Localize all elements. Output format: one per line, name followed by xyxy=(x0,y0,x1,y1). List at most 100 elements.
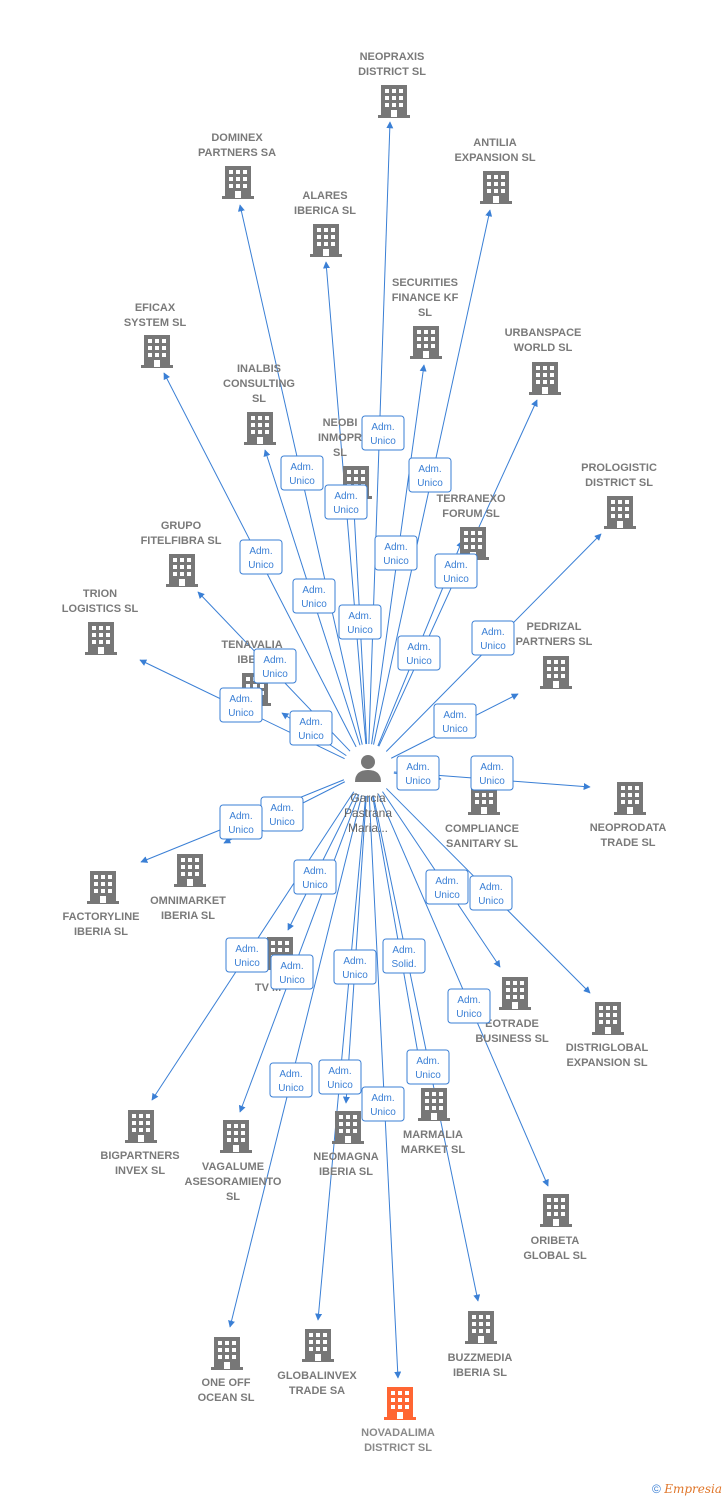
center-person[interactable]: Garcia Pastrana Maria... xyxy=(344,755,392,835)
edge-label-vagalume[interactable]: Adm.Unico xyxy=(270,954,314,990)
edge-label-box xyxy=(374,535,418,571)
edge-label-buzzmedia[interactable]: Adm.Unico xyxy=(406,1049,450,1085)
edge-label-novadalima[interactable]: Adm.Unico xyxy=(361,1086,405,1122)
edge-label-inalbis[interactable]: Adm.Unico xyxy=(292,578,336,614)
edge-label-distriglobal[interactable]: Adm.Unico xyxy=(469,875,513,911)
edge-label-text-line-2: Unico xyxy=(417,478,443,489)
edge-label-omnimarket[interactable]: Adm.Unico xyxy=(260,796,304,832)
edge-label-pedrizal[interactable]: Adm.Unico xyxy=(433,703,477,739)
edge-label-tvm[interactable]: Adm.Unico xyxy=(293,859,337,895)
building-icon xyxy=(614,782,646,815)
edge-label-bigpartners[interactable]: Adm.Unico xyxy=(225,937,269,973)
node-label-novadalima-line-2: DISTRICT SL xyxy=(364,1442,432,1454)
node-terranexo[interactable]: TERRANEXO FORUM SL xyxy=(436,493,506,560)
node-bigpartners[interactable]: BIGPARTNERS INVEX SL xyxy=(100,1110,180,1177)
edge-label-text-line-2: Unico xyxy=(383,556,409,567)
edge-label-text-line-2: Unico xyxy=(478,896,504,907)
edge-label-eficax[interactable]: Adm.Unico xyxy=(239,539,283,575)
node-label-oribeta-line-1: ORIBETA xyxy=(531,1235,580,1247)
node-label-bigpartners-line-2: INVEX SL xyxy=(115,1165,165,1177)
node-label-neopraxis-line-2: DISTRICT SL xyxy=(358,66,426,78)
building-icon xyxy=(592,1002,624,1035)
edge-label-text-line-2: Unico xyxy=(415,1070,441,1081)
edge-label-oribeta[interactable]: Adm.Unico xyxy=(447,988,491,1024)
edge-label-terranexo[interactable]: Adm.Unico xyxy=(397,635,441,671)
edge-label-oneoff[interactable]: Adm.Unico xyxy=(269,1062,313,1098)
node-label-marmalia-line-1: MARMALIA xyxy=(403,1129,463,1141)
edge-label-dominex[interactable]: Adm.Unico xyxy=(280,455,324,491)
building-icon xyxy=(302,1329,334,1362)
edge-label-box xyxy=(269,1062,313,1098)
building-icon xyxy=(220,1120,252,1153)
edge-label-trion[interactable]: Adm.Unico xyxy=(219,687,263,723)
edge-label-factoryline[interactable]: Adm.Unico xyxy=(219,804,263,840)
edge-label-neoprodata[interactable]: Adm.Unico xyxy=(470,755,514,791)
edge-label-prologistic[interactable]: Adm.Unico xyxy=(471,620,515,656)
edge-label-text-line-1: Adm. xyxy=(407,642,430,653)
node-label-neobi-line-2: INMOPR xyxy=(318,432,362,444)
edge-label-text-line-1: Adm. xyxy=(229,694,252,705)
edge-label-geotrade[interactable]: Adm.Unico xyxy=(425,869,469,905)
edge-label-box xyxy=(361,415,405,451)
edge-label-compliance[interactable]: Adm.Unico xyxy=(396,755,440,791)
edge-label-text-line-1: Adm. xyxy=(348,611,371,622)
edge-label-box xyxy=(469,875,513,911)
edge-label-tenavalia[interactable]: Adm.Unico xyxy=(289,710,333,746)
node-label-distriglobal-line-2: EXPANSION SL xyxy=(566,1057,647,1069)
edge-label-neomagna[interactable]: Adm.Unico xyxy=(333,949,377,985)
edge-label-urbanspace[interactable]: Adm.Unico xyxy=(434,553,478,589)
edge-label-text-line-1: Adm. xyxy=(235,944,258,955)
footer-brand[interactable]: © Empresia xyxy=(652,1482,722,1496)
edge-label-text-line-1: Adm. xyxy=(299,717,322,728)
edge-vagalume xyxy=(238,794,360,1113)
edge-label-text-line-2: Solid. xyxy=(391,959,416,970)
edge-label-neopraxis[interactable]: Adm.Unico xyxy=(361,415,405,451)
building-icon xyxy=(310,224,342,257)
node-label-terranexo-line-2: FORUM SL xyxy=(442,508,500,520)
edge-label-marmalia[interactable]: Adm.Solid. xyxy=(382,938,426,974)
edge-label-securities[interactable]: Adm.Unico xyxy=(374,535,418,571)
edge-label-globalinvex[interactable]: Adm.Unico xyxy=(318,1059,362,1095)
node-marmalia[interactable]: MARMALIA MARKET SL xyxy=(401,1088,465,1156)
edge-label-box xyxy=(338,604,382,640)
node-label-inalbis-line-1: INALBIS xyxy=(237,363,281,375)
edge-label-text-line-2: Unico xyxy=(262,669,288,680)
node-label-marmalia-line-2: MARKET SL xyxy=(401,1144,465,1156)
edge-label-antilia[interactable]: Adm.Unico xyxy=(408,457,452,493)
node-label-tenavalia-line-1: TENAVALIA xyxy=(221,639,282,651)
edge-label-neobi[interactable]: Adm.Unico xyxy=(338,604,382,640)
edge-label-alares[interactable]: Adm.Unico xyxy=(324,484,368,520)
node-label-bigpartners-line-1: BIGPARTNERS xyxy=(100,1150,179,1162)
edge-label-text-line-2: Unico xyxy=(278,1083,304,1094)
edge-labels-layer: Adm.UnicoAdm.UnicoAdm.UnicoAdm.UnicoAdm.… xyxy=(219,415,515,1122)
node-label-terranexo-line-1: TERRANEXO xyxy=(436,493,506,505)
edge-label-grupo[interactable]: Adm.Unico xyxy=(253,648,297,684)
